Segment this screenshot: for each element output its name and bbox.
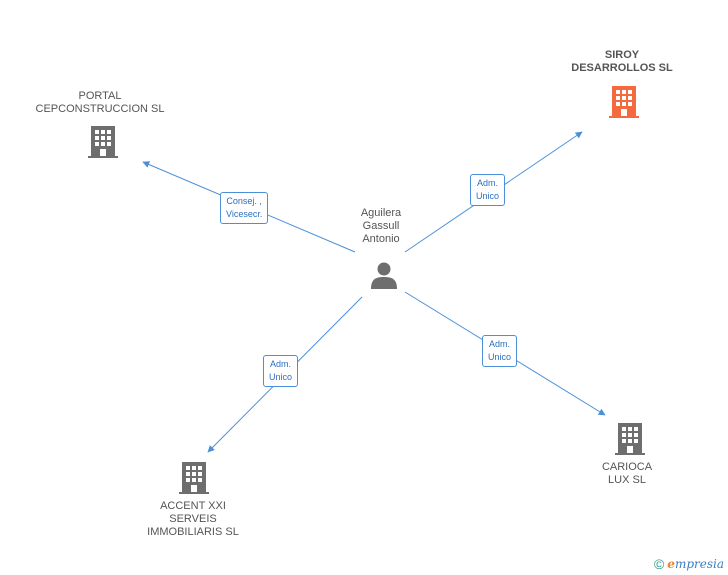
person-icon[interactable] <box>369 260 399 290</box>
person-name[interactable]: Aguilera Gassull Antonio <box>360 207 402 245</box>
relation-badge-carioca: Adm. Unico <box>482 335 518 367</box>
company-label-siroy[interactable]: SIROY DESARROLLOS SL <box>571 49 673 74</box>
brand-logo: empresia <box>667 557 724 571</box>
company-label-accent[interactable]: ACCENT XXI SERVEIS IMMOBILIARIS SL <box>147 500 239 538</box>
building-icon-carioca[interactable] <box>615 421 645 455</box>
relation-badge-siroy: Adm. Unico <box>470 174 506 206</box>
relation-badge-portal: Consej. , Vicesecr. <box>220 192 269 224</box>
footer-brand[interactable]: © empresia <box>654 556 724 572</box>
building-icon-accent[interactable] <box>179 460 209 494</box>
relation-badge-accent: Adm. Unico <box>263 355 299 387</box>
company-label-carioca[interactable]: CARIOCA LUX SL <box>601 461 653 486</box>
copyright-icon: © <box>653 556 665 572</box>
building-icon-portal[interactable] <box>88 124 118 158</box>
company-label-portal[interactable]: PORTAL CEPCONSTRUCCION SL <box>35 90 165 115</box>
building-icon-siroy[interactable] <box>609 84 639 118</box>
